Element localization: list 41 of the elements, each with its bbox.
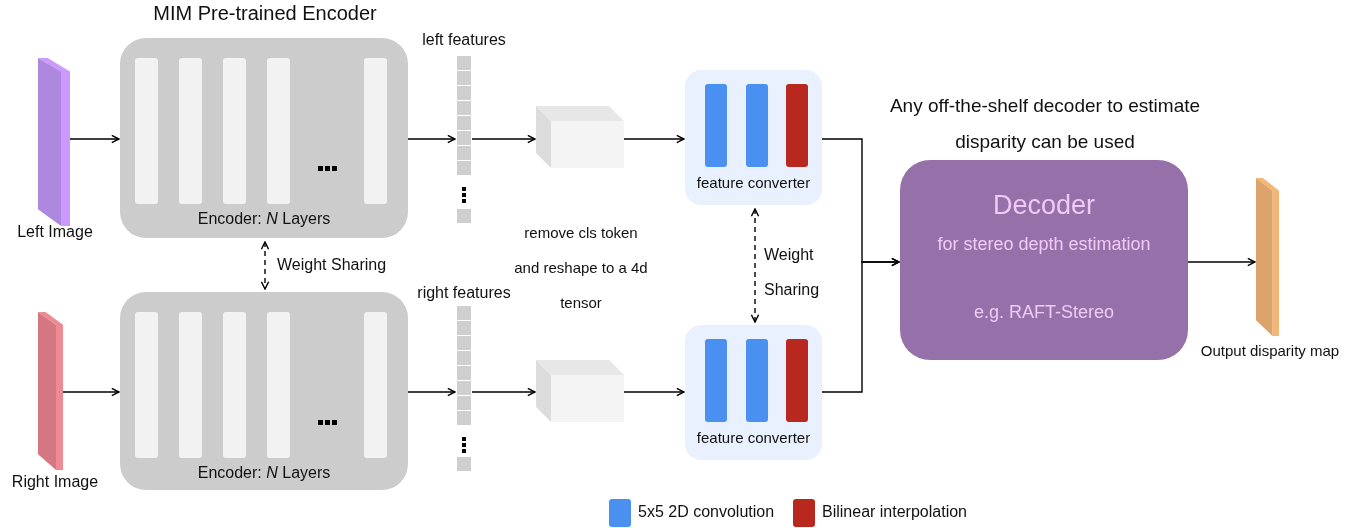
image-slab <box>1256 178 1279 336</box>
arrow <box>407 387 456 397</box>
arrow <box>62 387 120 397</box>
arrow <box>623 134 685 144</box>
caption-text: left features <box>421 30 507 50</box>
encoder-block <box>120 38 408 238</box>
image-slab <box>38 58 70 226</box>
tensor-cube <box>536 106 624 168</box>
encoder-block <box>120 292 408 490</box>
converter-block <box>685 325 822 460</box>
block-label: Encoder: N Layers <box>196 464 332 482</box>
block-title: Decoder <box>991 190 1097 221</box>
block-label: feature converter <box>695 429 812 446</box>
arrow <box>623 387 685 397</box>
block-label: e.g. RAFT-Stereo <box>972 302 1116 323</box>
caption-text: Right Image <box>10 472 100 492</box>
feature-column-drawing <box>456 56 472 223</box>
dashed-double-arrow <box>260 241 270 290</box>
note-text: Any off-the-shelf decoder to estimate disparity can be used <box>888 94 1202 154</box>
caption-text: Left Image <box>16 222 94 242</box>
arrow <box>821 257 900 393</box>
decoder-block <box>900 160 1188 360</box>
feature-column-drawing <box>456 306 472 471</box>
diagram-title: MIM Pre-trained Encoder <box>152 2 378 25</box>
caption-text: right features <box>416 283 512 303</box>
legend-label: Bilinear interpolation <box>822 503 967 521</box>
arrow <box>471 134 536 144</box>
image-slab <box>38 312 63 470</box>
note-text: remove cls token and reshape to a 4d tensor <box>513 223 649 313</box>
block-label: feature converter <box>695 174 812 191</box>
legend-label: 5x5 2D convolution <box>638 503 775 521</box>
arrow <box>1187 257 1256 267</box>
arrow <box>69 134 120 144</box>
block-label: Encoder: N Layers <box>196 210 332 228</box>
block-label: for stereo depth estimation <box>936 234 1152 255</box>
caption-text: Output disparity map <box>1199 341 1341 361</box>
dashed-double-arrow <box>750 208 760 323</box>
arrow <box>471 387 536 397</box>
arrow <box>407 134 456 144</box>
converter-block <box>685 70 822 205</box>
tensor-cube <box>536 360 624 422</box>
